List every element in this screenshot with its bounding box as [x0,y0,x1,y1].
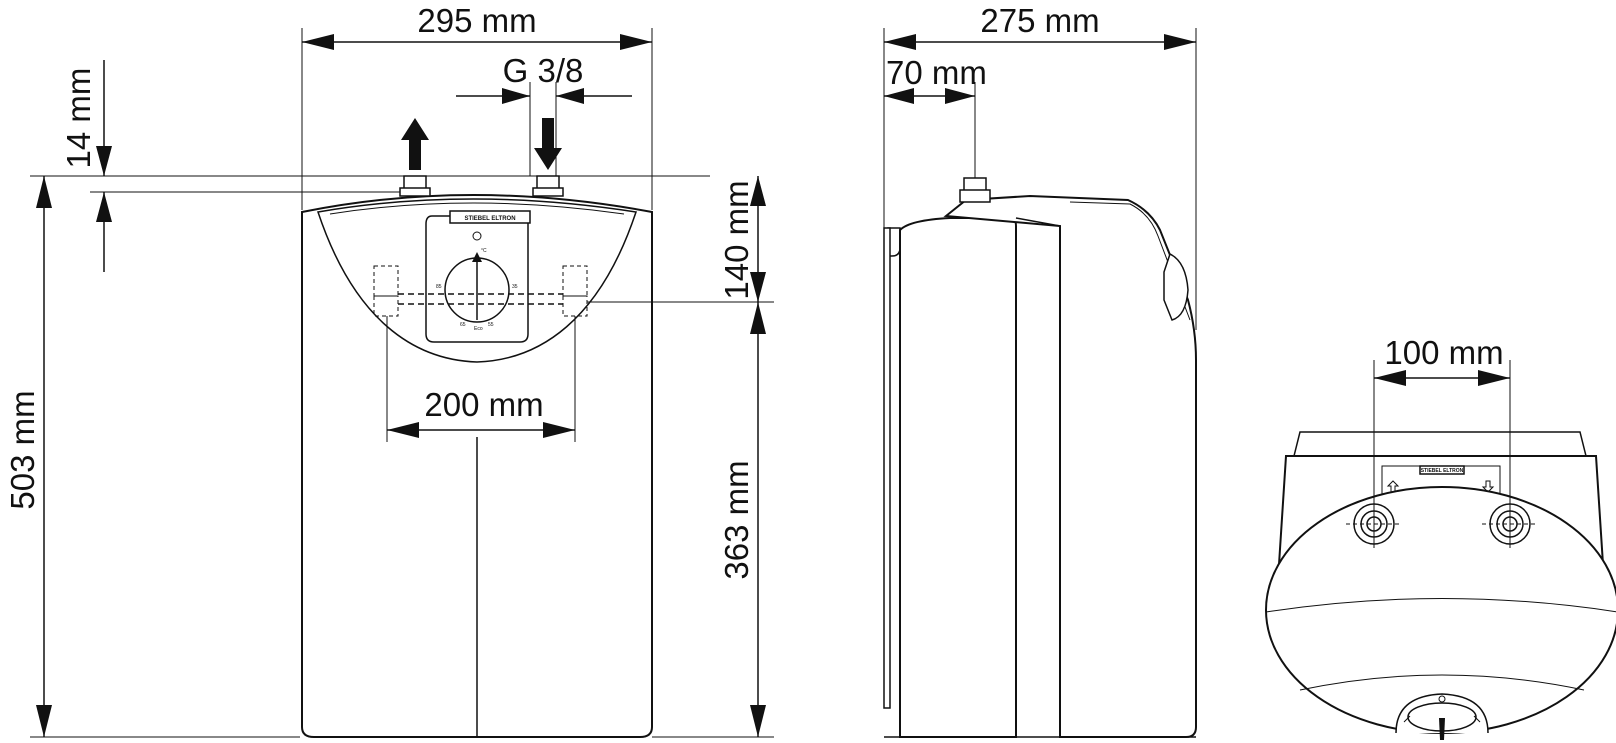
side-front-cover [943,194,1197,738]
dial-label-65: 65 [460,322,466,328]
brand-plate [449,210,531,224]
dial-label-35: 35 [512,284,518,290]
dim-connection-spacing: 200 mm [424,386,543,423]
dim-front-width: 295 mm [417,2,536,39]
dim-connection-offset-top: 14 mm [60,68,97,169]
dim-side-depth: 275 mm [980,2,1099,39]
dial-label-85: 85 [436,284,442,290]
dim-connection-height: 140 mm [718,180,755,299]
dim-height-total: 503 mm [4,390,41,509]
side-knob [1163,252,1189,321]
dim-connection-thread: G 3/8 [503,52,584,89]
front-dimensions: 295 mm G 3/8 14 mm 503 mm 140 mm [4,2,774,738]
dim-height-lower: 363 mm [718,460,755,579]
front-view: STIEBEL ELTRON °C 85 35 65 Eco 55 [301,118,653,738]
side-view [883,177,1197,738]
arrow-down-icon [534,118,562,170]
brand-label-front: STIEBEL ELTRON [464,216,515,222]
top-connections [399,175,564,197]
dial-label-55: 55 [488,322,494,328]
dial-label-eco: Eco [474,326,483,332]
side-dimensions: 275 mm 70 mm [883,2,1197,330]
dim-bottom-connection-spacing: 100 mm [1384,334,1503,371]
bottom-dimensions: 100 mm [1373,334,1511,548]
dim-side-connection-offset: 70 mm [886,54,987,91]
dial-label-degc: °C [481,248,487,254]
brand-label-bottom: STIEBEL ELTRON [1421,468,1464,474]
side-body [899,217,1017,738]
indicator-lamp [472,231,482,241]
arrow-up-icon [401,118,429,170]
bottom-view: STIEBEL ELTRON [1265,431,1616,740]
